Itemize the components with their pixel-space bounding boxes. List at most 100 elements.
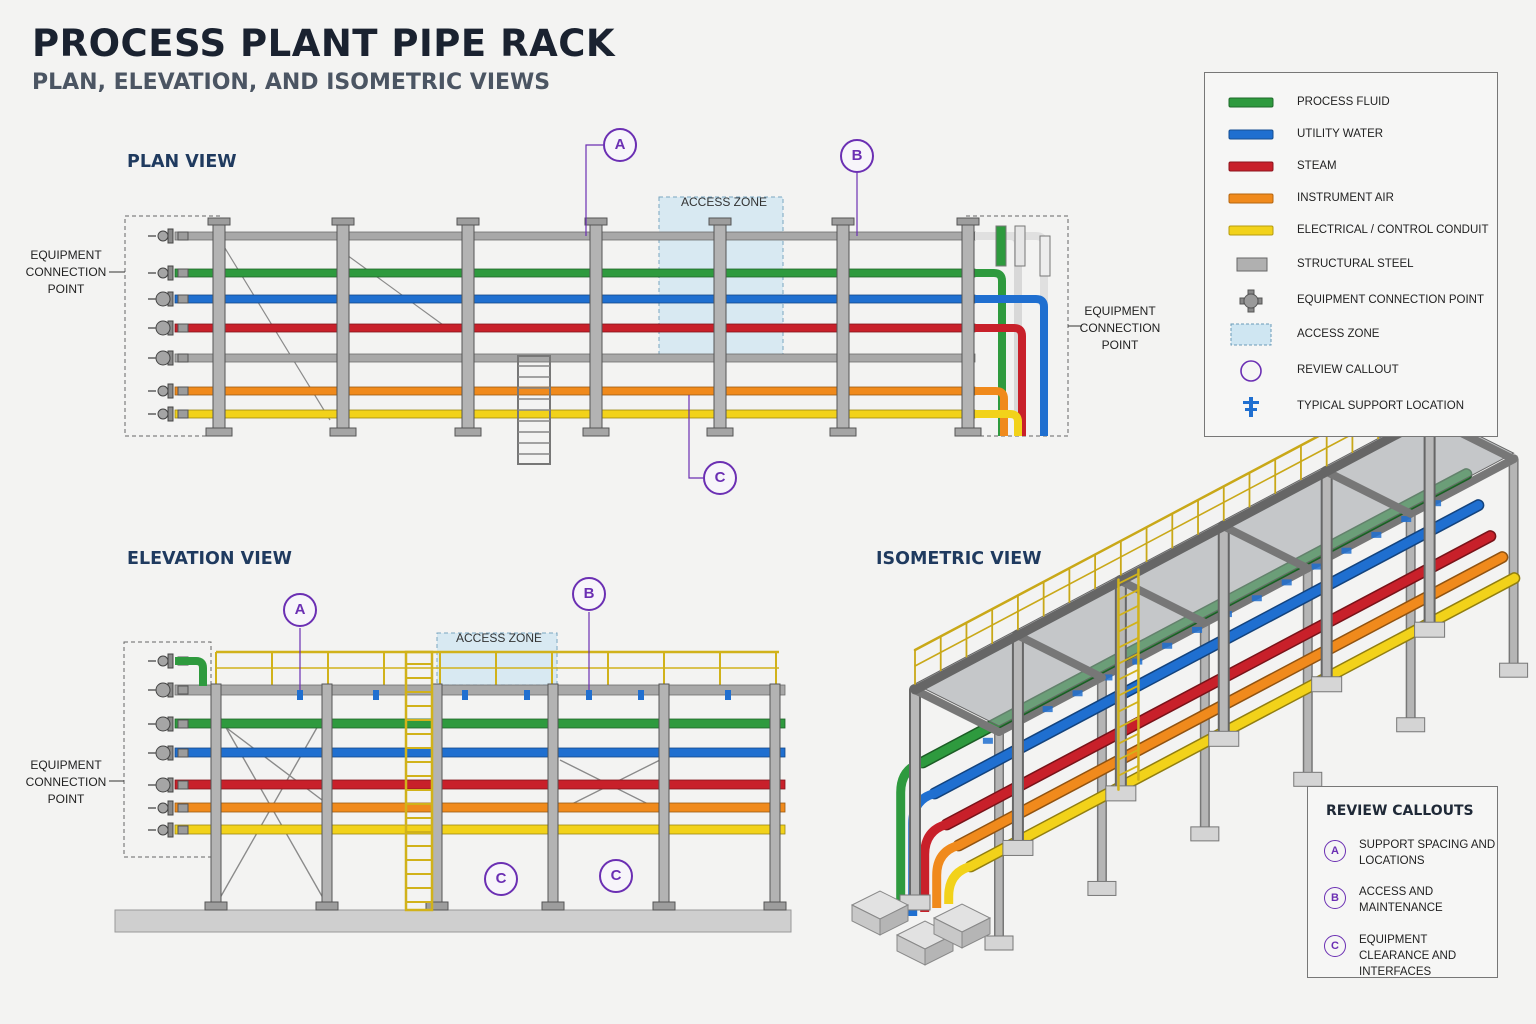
elevation-support-2 [462, 690, 468, 700]
iso-cross-beam-4 [1322, 467, 1415, 518]
elevation-connection-box [123, 641, 212, 858]
iso-front-top-beam [910, 412, 1435, 695]
iso-ladder-rung [1117, 652, 1140, 665]
elevation-column-2 [431, 683, 443, 905]
review-item-b: B ACCESS AND MAINTENANCE [1324, 884, 1496, 924]
plan-connection-air-body [157, 385, 169, 397]
review-callouts-panel: REVIEW CALLOUTS A SUPPORT SPACING AND LO… [1307, 786, 1498, 978]
iso-drop-air [932, 841, 961, 908]
steel-bar-icon [1236, 257, 1268, 272]
legend-item-connection-point: EQUIPMENT CONNECTION POINT [1205, 289, 1495, 313]
iso-front-footing-2 [1105, 785, 1137, 802]
plan-right-equipment-label: EQUIPMENT CONNECTION POINT [1079, 304, 1161, 352]
iso-drop-steam [920, 820, 949, 912]
elevation-column-4 [658, 683, 670, 905]
plan-riser-top-1 [1014, 225, 1026, 267]
legend-label-support-location: TYPICAL SUPPORT LOCATION [1297, 400, 1465, 412]
elevation-connection-process-body [155, 716, 171, 732]
elevation-column-0 [210, 683, 222, 905]
plan-connection-water-body [155, 291, 171, 307]
iso-cross-beam-3 [1219, 522, 1312, 573]
iso-ladder-rung [1117, 636, 1140, 649]
support-icon [1243, 397, 1259, 417]
iso-ladder-rung [1117, 668, 1140, 681]
plan-connection-steel-body [157, 230, 169, 242]
plan-connection-process-body [157, 267, 169, 279]
plan-connection-water-stub [177, 294, 189, 304]
plan-riser-top-2 [1039, 235, 1051, 277]
elevation-connection-steam-body [155, 777, 171, 793]
iso-ladder-rung [1117, 748, 1140, 761]
elevation-connection-conduit-stub [177, 825, 189, 835]
elevation-connection-air-flange [167, 800, 174, 816]
process-fluid-line-icon [1228, 97, 1274, 108]
plan-connection-conduit-stub [177, 409, 189, 419]
elevation-ground-slab [114, 909, 792, 933]
plan-column-base-6 [954, 427, 982, 437]
plan-column-0 [212, 221, 226, 429]
legend-item-utility-water: UTILITY WATER [1205, 123, 1495, 147]
iso-ladder-rung [1117, 764, 1140, 777]
iso-ladder-rung [1117, 732, 1140, 745]
plan-pipe-steel2 [174, 353, 976, 363]
iso-support-13 [1371, 531, 1382, 538]
plan-connection-steam-stub [177, 323, 189, 333]
iso-ladder-rung [1117, 604, 1140, 617]
plan-column-cap-3 [584, 217, 608, 226]
page-subtitle: PLAN, ELEVATION, AND ISOMETRIC VIEWS [32, 70, 551, 95]
plan-riser-0 [975, 269, 1006, 436]
plan-riser-3 [975, 295, 1048, 436]
elevation-connection-steel-stub [177, 685, 189, 695]
review-item-c: C EQUIPMENT CLEARANCE AND INTERFACES [1324, 932, 1496, 978]
plan-pipe-steam [174, 323, 976, 333]
plan-connection-process-stub [177, 268, 189, 278]
iso-ladder-rung [1117, 684, 1140, 697]
elevation-support-6 [725, 690, 731, 700]
elevation-connection-conduit-flange [167, 822, 174, 838]
elevation-column-base-0 [204, 901, 228, 911]
iso-equipment-base-right-2 [961, 917, 991, 949]
elevation-column-base-5 [763, 901, 787, 911]
plan-pipe-process [174, 268, 976, 278]
plan-column-cap-1 [331, 217, 355, 226]
plan-column-base-4 [706, 427, 734, 437]
plan-column-5 [836, 221, 850, 429]
review-text-a: SUPPORT SPACING AND LOCATIONS [1359, 839, 1496, 867]
utility-water-line-icon [1228, 129, 1274, 140]
legend-label-instrument-air: INSTRUMENT AIR [1297, 192, 1394, 204]
legend-item-process-fluid: PROCESS FLUID [1205, 91, 1495, 115]
access-zone-box-icon [1230, 323, 1272, 346]
plan-callout-a: A [603, 128, 637, 162]
iso-cross-beam-1 [1013, 631, 1106, 682]
legend-item-access-zone: ACCESS ZONE [1205, 323, 1495, 347]
iso-support-14 [1401, 516, 1412, 523]
review-callout-circle-icon [1240, 360, 1262, 382]
plan-view-drawing [109, 144, 1082, 479]
elevation-callout-c: C [484, 862, 518, 896]
plan-connection-steam-body [155, 320, 171, 336]
isometric-view-title: ISOMETRIC VIEW [876, 549, 1042, 569]
iso-support-0 [982, 737, 993, 744]
elevation-pipe-steam [174, 779, 786, 790]
iso-support-9 [1251, 595, 1262, 602]
elevation-connection-air-stub [177, 803, 189, 813]
legend-panel: PROCESS FLUID UTILITY WATER STEAM INSTRU… [1204, 72, 1498, 437]
elevation-top-elbow [175, 657, 207, 686]
review-mark-a: A [1324, 840, 1346, 862]
elevation-column-base-2 [425, 901, 449, 911]
elevation-pipe-water [174, 747, 786, 758]
iso-equipment-base-right-0 [879, 904, 909, 936]
elevation-view-title: ELEVATION VIEW [127, 549, 292, 569]
elevation-connection-air-body [157, 802, 169, 814]
plan-access-zone-label: ACCESS ZONE [681, 195, 768, 209]
elevation-access-zone-label: ACCESS ZONE [456, 631, 543, 645]
elevation-column-5 [769, 683, 781, 905]
iso-ladder-rung [1117, 700, 1140, 713]
plan-column-cap-4 [708, 217, 732, 226]
plan-column-1 [336, 221, 350, 429]
plan-column-cap-5 [831, 217, 855, 226]
elevation-support-3 [524, 690, 530, 700]
iso-ladder-rung [1117, 716, 1140, 729]
plan-connection-air-stub [177, 386, 189, 396]
